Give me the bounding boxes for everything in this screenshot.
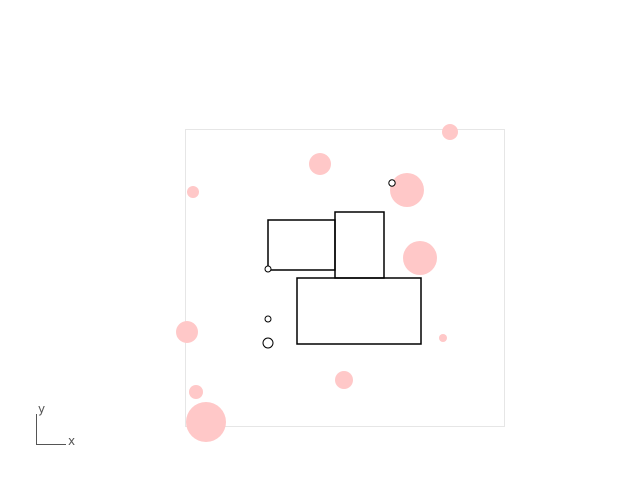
blob-3 bbox=[187, 186, 199, 198]
marker-left-low bbox=[264, 315, 272, 323]
blob-9 bbox=[189, 385, 203, 399]
blob-2 bbox=[309, 153, 331, 175]
blob-4 bbox=[390, 173, 424, 207]
rect-large-bottom bbox=[296, 277, 422, 345]
blob-layer bbox=[176, 124, 458, 442]
marker-left-mid bbox=[264, 265, 272, 273]
marker-top bbox=[388, 179, 396, 187]
blob-8 bbox=[335, 371, 353, 389]
blob-5 bbox=[403, 241, 437, 275]
scene-frame bbox=[185, 129, 505, 427]
rect-tall-middle bbox=[334, 211, 385, 279]
blob-1 bbox=[442, 124, 458, 140]
axes-indicator: y x bbox=[36, 402, 75, 448]
y-axis-label: y bbox=[38, 402, 45, 416]
marker-left-bottom bbox=[262, 337, 274, 349]
rect-top-left bbox=[267, 219, 336, 271]
blob-6 bbox=[176, 321, 198, 343]
blob-7 bbox=[439, 334, 447, 342]
x-axis-label: x bbox=[68, 434, 75, 448]
marker-layer bbox=[262, 179, 396, 349]
blob-10 bbox=[186, 402, 226, 442]
geometry-layer bbox=[267, 211, 422, 345]
